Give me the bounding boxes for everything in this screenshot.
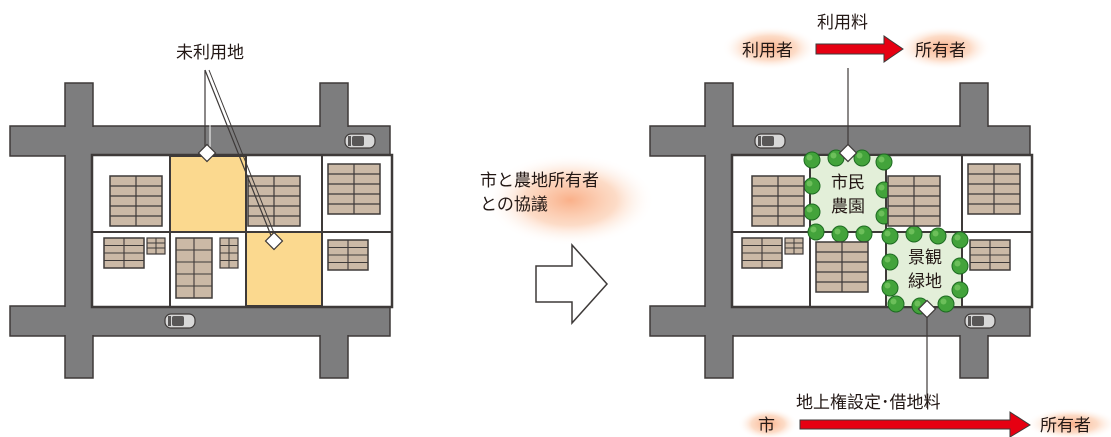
- house: [146, 237, 166, 255]
- transition: 市と農地所有者 との協議: [480, 154, 655, 325]
- citizen-farm-lot: [810, 156, 886, 232]
- glow: [896, 26, 992, 70]
- unused-lot: [246, 232, 322, 306]
- glow: [1026, 408, 1111, 437]
- discussion-label-line1: 市と農地所有者: [480, 171, 599, 191]
- bottom-flow-from: 市: [758, 416, 775, 436]
- glow: [722, 26, 818, 70]
- car-icon: [754, 133, 786, 149]
- car-icon: [164, 313, 196, 329]
- house: [751, 175, 805, 227]
- house: [327, 239, 369, 271]
- before-map: 未利用地: [9, 43, 394, 379]
- flow-arrow-icon: [815, 35, 904, 63]
- house: [967, 163, 1021, 215]
- house: [327, 163, 381, 215]
- bottom-flow: 市 地上権設定･借地料 所有者: [738, 393, 1111, 437]
- top-flow-from: 利用者: [742, 41, 793, 61]
- house: [247, 175, 301, 227]
- unused-land-label: 未利用地: [176, 43, 244, 63]
- bottom-flow-fee: 地上権設定･借地料: [796, 393, 941, 413]
- green-space-label-line1: 景観: [908, 248, 942, 268]
- house: [741, 237, 783, 269]
- discussion-label-line2: との協議: [480, 195, 548, 215]
- top-flow-fee: 利用料: [817, 13, 868, 33]
- glow: [738, 408, 798, 437]
- unused-land-callout: [197, 69, 284, 251]
- discussion-glow: [485, 154, 655, 246]
- green-space-lot: [886, 232, 962, 306]
- house: [784, 237, 804, 255]
- flow-arrow-icon: [799, 411, 1031, 437]
- car-icon: [344, 133, 376, 149]
- house: [887, 175, 941, 227]
- house: [103, 237, 145, 269]
- house: [109, 175, 163, 227]
- citizen-farm-label-line1: 市民: [831, 173, 865, 193]
- lot-grid: [92, 155, 392, 307]
- house: [175, 237, 213, 299]
- unused-lot: [170, 156, 246, 232]
- top-flow-to: 所有者: [915, 41, 966, 61]
- car-icon: [964, 313, 996, 329]
- after-map: 市民 農園 景観 緑地 利用者 利用料 所有: [649, 13, 1111, 437]
- citizen-farm-label-line2: 農園: [831, 197, 865, 217]
- green-space-label-line2: 緑地: [908, 272, 942, 292]
- hollow-arrow-icon: [535, 243, 609, 325]
- house: [969, 239, 1011, 271]
- house: [219, 237, 239, 269]
- top-flow: 利用者 利用料 所有者: [722, 13, 992, 70]
- house: [815, 241, 869, 293]
- bottom-flow-to: 所有者: [1040, 416, 1091, 436]
